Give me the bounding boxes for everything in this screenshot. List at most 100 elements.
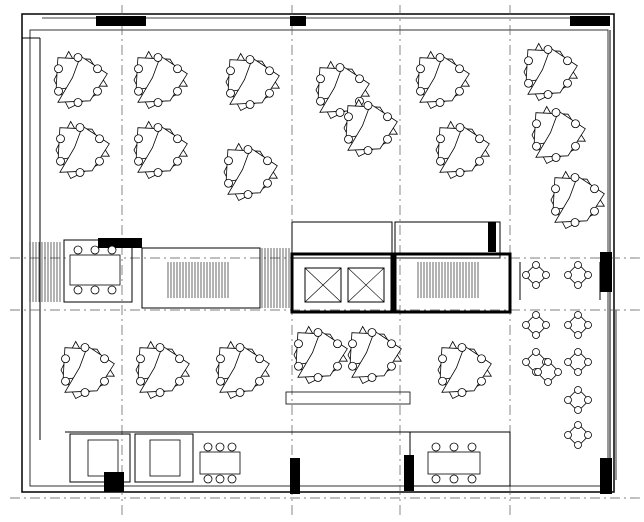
workstation-cluster	[60, 340, 116, 400]
workstation-cluster	[435, 120, 491, 180]
table	[524, 313, 548, 337]
staircases	[29, 242, 479, 308]
chair	[383, 112, 392, 122]
chair	[75, 168, 85, 177]
meeting-table	[199, 442, 241, 484]
chair	[544, 378, 552, 386]
chair	[564, 358, 572, 366]
chair	[435, 53, 445, 62]
chair	[216, 354, 225, 364]
table	[566, 313, 590, 337]
chair	[134, 156, 143, 166]
chair	[215, 442, 225, 452]
chair	[54, 86, 63, 96]
chair	[173, 156, 182, 166]
chair	[73, 285, 83, 295]
chair	[56, 134, 65, 144]
chair	[584, 396, 592, 404]
chair	[522, 321, 530, 329]
chair	[532, 261, 540, 269]
walls	[10, 5, 640, 515]
chair	[175, 376, 184, 386]
chair	[153, 53, 163, 62]
chair	[522, 358, 530, 366]
chair	[95, 156, 104, 166]
chair	[224, 156, 233, 166]
chair	[235, 343, 245, 352]
chair	[313, 373, 323, 382]
chair	[574, 311, 582, 319]
chair	[431, 442, 441, 452]
chair	[363, 101, 373, 110]
chair	[80, 343, 90, 352]
cafe-table	[564, 386, 592, 414]
chair	[477, 354, 486, 364]
chair	[136, 376, 145, 386]
workstation-cluster	[223, 142, 279, 202]
chair	[574, 441, 582, 449]
workstation-cluster	[53, 50, 109, 110]
chair	[73, 53, 83, 62]
workstation-cluster	[531, 105, 587, 165]
chair	[564, 271, 572, 279]
table	[536, 360, 560, 384]
chair	[153, 123, 163, 132]
chair	[355, 74, 364, 84]
chair	[564, 431, 572, 439]
chair	[56, 156, 65, 166]
chair	[316, 96, 325, 106]
chair	[335, 108, 345, 117]
cafe-table	[522, 311, 550, 339]
chair	[263, 156, 272, 166]
chair	[416, 86, 425, 96]
chair	[435, 98, 445, 107]
chair	[383, 134, 392, 144]
chair	[155, 388, 165, 397]
chair	[335, 63, 345, 72]
chair	[522, 271, 530, 279]
chair	[455, 168, 465, 177]
chair	[438, 354, 447, 364]
chair	[344, 112, 353, 122]
chair	[136, 354, 145, 364]
chair	[173, 64, 182, 74]
chair	[542, 271, 550, 279]
chair	[93, 64, 102, 74]
chair	[563, 56, 572, 66]
chair	[215, 474, 225, 484]
chair	[243, 190, 253, 199]
chair	[455, 86, 464, 96]
chair	[551, 108, 561, 117]
chair	[590, 184, 599, 194]
chair	[100, 376, 109, 386]
chair	[90, 245, 100, 255]
chair	[175, 354, 184, 364]
chair	[316, 74, 325, 84]
chair	[333, 361, 342, 371]
chair	[61, 354, 70, 364]
chair	[227, 474, 237, 484]
table	[524, 263, 548, 287]
workstation-cluster	[133, 50, 189, 110]
table	[566, 423, 590, 447]
chair	[467, 442, 477, 452]
chair	[348, 361, 357, 371]
workstation-cluster	[55, 120, 111, 180]
chair	[93, 86, 102, 96]
meeting-table	[69, 245, 121, 295]
chair	[467, 474, 477, 484]
chair	[543, 90, 553, 99]
chair	[245, 55, 255, 64]
cafe-table	[534, 358, 562, 386]
workstation-cluster	[523, 42, 579, 102]
chair	[255, 354, 264, 364]
chair	[584, 358, 592, 366]
chair	[524, 56, 533, 66]
table	[199, 451, 241, 475]
chair	[570, 173, 580, 182]
chair	[574, 348, 582, 356]
workstation-cluster	[415, 50, 471, 110]
chair	[348, 339, 357, 349]
workstation-cluster	[315, 60, 371, 120]
chair	[100, 354, 109, 364]
